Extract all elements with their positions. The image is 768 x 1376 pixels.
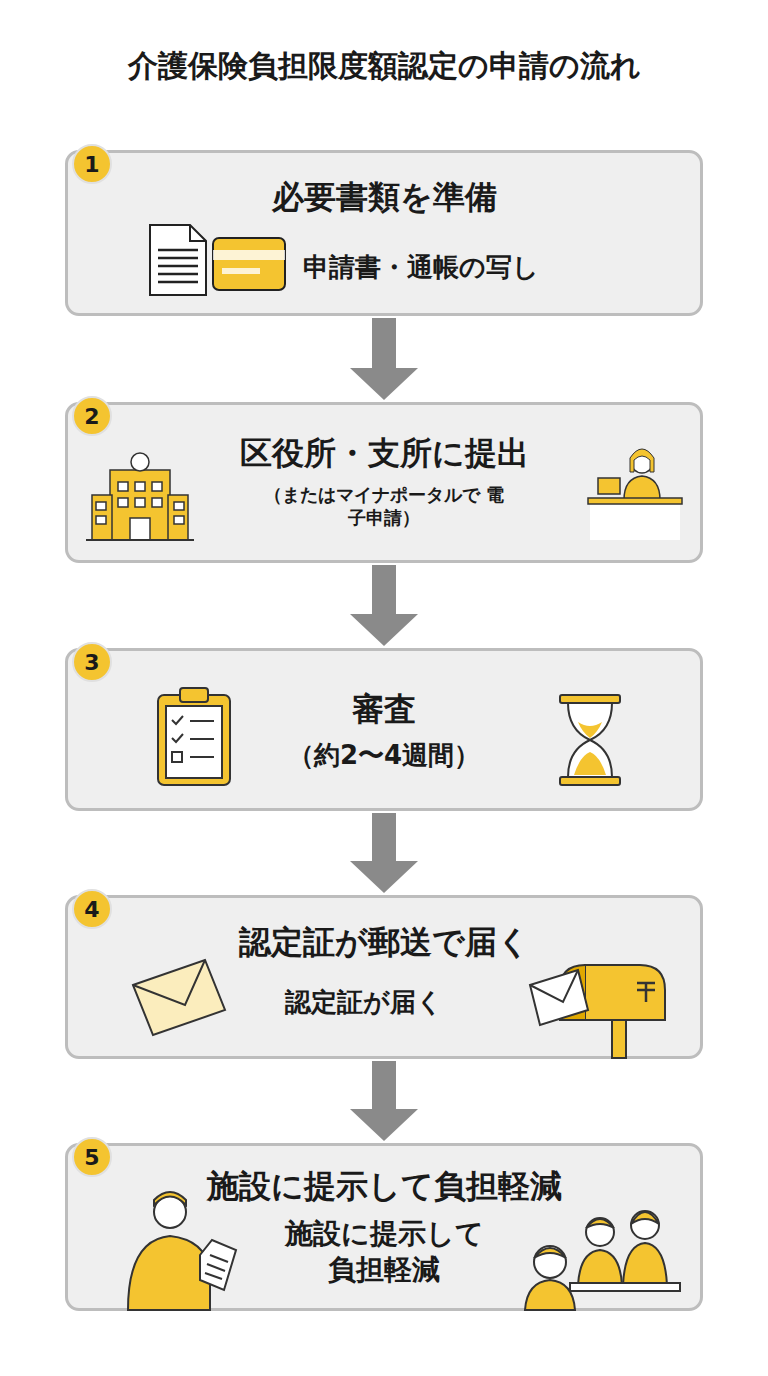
step-detail: （またはマイナポータルで 電子申請） <box>259 483 509 530</box>
flow-arrow <box>350 813 418 893</box>
step-heading: 認定証が郵送で届く <box>68 922 700 964</box>
step-heading: 審査 <box>68 689 700 731</box>
step-number: 4 <box>84 897 99 922</box>
step-heading: 必要書類を準備 <box>68 177 700 219</box>
step-number: 5 <box>84 1145 99 1170</box>
step-heading: 施設に提示して負担軽減 <box>68 1166 700 1208</box>
process-box: 必要書類を準備申請書・通帳の写し 1 <box>65 150 703 316</box>
process-box: 認定証が郵送で届く認定証が届く4 <box>65 895 703 1059</box>
number-badge: 4 <box>72 889 112 929</box>
flow-arrow <box>350 1061 418 1141</box>
number-badge: 1 <box>72 144 112 184</box>
number-badge: 5 <box>72 1137 112 1177</box>
diagram-title: 介護保険負担限度額認定の申請の流れ <box>0 46 768 87</box>
step-number: 3 <box>84 650 99 675</box>
flow-arrow <box>350 318 418 400</box>
step-detail: 申請書・通帳の写し <box>303 251 670 285</box>
step-detail: （約2〜4週間） <box>68 739 700 773</box>
step-heading: 区役所・支所に提出 <box>68 433 700 475</box>
step-number: 1 <box>84 152 99 177</box>
number-badge: 2 <box>72 396 112 436</box>
number-badge: 3 <box>72 642 112 682</box>
process-box: 審査 （約2〜4週間） 3 <box>65 648 703 811</box>
process-box: 区役所・支所に提出 （またはマイナポータルで 電子申請） 2 <box>65 402 703 563</box>
process-box: 施設に提示して負担軽減施設に提示して 負担軽減 5 <box>65 1143 703 1311</box>
step-detail: 施設に提示して 負担軽減 <box>277 1216 492 1289</box>
flow-arrow <box>350 565 418 646</box>
step-detail: 認定証が届く <box>48 986 680 1020</box>
step-number: 2 <box>84 404 99 429</box>
